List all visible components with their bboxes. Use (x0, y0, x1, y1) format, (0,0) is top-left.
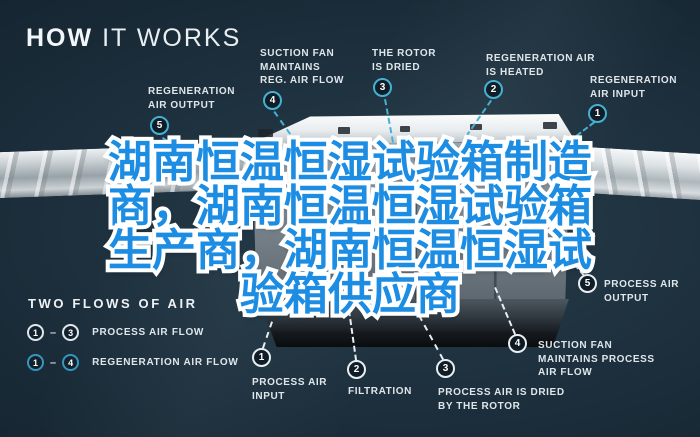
legend-row-process-air-flow: 1 – 3 PROCESS AIR FLOW (27, 324, 204, 341)
legend-badge-start: 1 (27, 324, 44, 341)
headline-line-4: 验箱供应商 验箱供应商 (0, 269, 700, 321)
callout-badge-1-reg-input: 1 (588, 104, 607, 123)
label-rotor-is-dried: THE ROTOR IS DRIED (372, 48, 437, 73)
label-filtration: FILTRATION (348, 386, 412, 397)
label-process-air-input: PROCESS AIR INPUT (252, 377, 328, 402)
headline-line-2-outline: 商，湖南恒温恒湿试验箱 (104, 181, 596, 233)
label-process-air-output: PROCESS AIR OUTPUT (604, 279, 680, 304)
label-process-air-dried-by-rotor: PROCESS AIR IS DRIED BY THE ROTOR (438, 387, 565, 412)
callout-badge-1-process-input: 1 (252, 348, 271, 367)
headline-line-4-outline: 验箱供应商 (236, 269, 464, 321)
headline-line-3-fill: 生产商，湖南恒温恒湿试 (108, 225, 592, 276)
title-word-how: HOW (26, 24, 94, 52)
headline-line-3-outline: 生产商，湖南恒温恒湿试 (104, 225, 596, 277)
machine-vent (470, 124, 482, 130)
label-suction-fan-reg-air-flow: SUCTION FAN MAINTAINS REG. AIR FLOW (260, 48, 345, 86)
machine-vent (258, 129, 273, 137)
machine-vent (543, 122, 557, 129)
headline-line-2-fill: 商，湖南恒温恒湿试验箱 (108, 181, 592, 232)
headline-line-1-fill: 湖南恒温恒湿试验箱制造 (108, 137, 592, 188)
title-word-it-works: IT WORKS (102, 24, 242, 52)
headline-line-3: 生产商，湖南恒温恒湿试 生产商，湖南恒温恒湿试 (0, 225, 700, 277)
callout-badge-4-suction-process: 4 (508, 334, 527, 353)
callout-badge-5-process-output: 5 (578, 274, 597, 293)
legend-range-dash: – (50, 356, 57, 369)
machine-vent (338, 127, 350, 134)
machine-front-panel (252, 142, 570, 304)
legend-badge-start: 1 (27, 354, 44, 371)
callout-badge-5-regeneration-output: 5 (150, 116, 169, 135)
legend-row-regeneration-air-flow: 1 – 4 REGENERATION AIR FLOW (27, 354, 239, 371)
callout-badge-3-process-dried: 3 (436, 359, 455, 378)
legend-badge-end: 3 (62, 324, 80, 341)
callout-badge-3-rotor-dried: 3 (373, 78, 392, 97)
machine-vent (400, 126, 410, 132)
headline-line-1-outline: 湖南恒温恒湿试验箱制造 (104, 137, 596, 189)
legend-range-dash: – (50, 326, 57, 339)
label-suction-fan-process-air-flow: SUCTION FAN MAINTAINS PROCESS AIR FLOW (538, 340, 655, 378)
callout-badge-2-filtration: 2 (347, 360, 366, 379)
headline-line-2: 商，湖南恒温恒湿试验箱 商，湖南恒温恒湿试验箱 (0, 181, 700, 233)
label-regeneration-air-heated: REGENERATION AIR IS HEATED (486, 53, 596, 78)
legend-heading: TWO FLOWS OF AIR (28, 296, 198, 311)
headline-line-1: 湖南恒温恒湿试验箱制造 湖南恒温恒湿试验箱制造 (0, 137, 700, 189)
page-title: HOW IT WORKS (26, 24, 241, 53)
legend-label-regeneration-air-flow: REGENERATION AIR FLOW (92, 357, 239, 368)
label-regeneration-air-input: REGENERATION AIR INPUT (590, 75, 678, 100)
label-regeneration-air-output: REGENERATION AIR OUTPUT (148, 86, 236, 111)
callout-badge-4-suction-reg: 4 (263, 91, 282, 110)
headline-line-4-fill: 验箱供应商 (240, 269, 460, 320)
callout-badge-2-reg-heated: 2 (484, 80, 503, 99)
legend-label-process-air-flow: PROCESS AIR FLOW (92, 327, 205, 338)
legend-badge-end: 4 (62, 354, 80, 371)
